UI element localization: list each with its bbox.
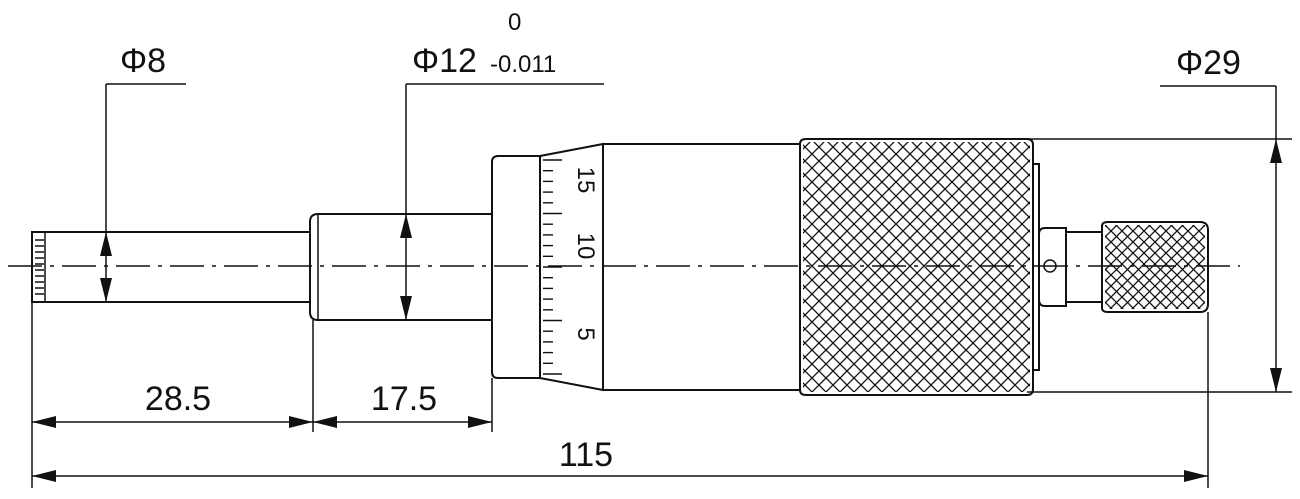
- ratchet-knob: [1101, 221, 1209, 313]
- scale-label-10: 10: [572, 233, 599, 260]
- ratchet-neck: [1032, 163, 1103, 371]
- spindle-length-label: 28.5: [145, 380, 211, 418]
- sleeve: [309, 213, 493, 321]
- dimension-sleeve-diameter: Φ12 0 -0.011: [400, 9, 604, 320]
- sleeve-collar: [491, 155, 541, 379]
- sleeve-length-label: 17.5: [371, 380, 437, 418]
- spindle: [31, 231, 311, 303]
- dimension-spindle-length: 28.5: [32, 380, 313, 428]
- scale-label-5: 5: [572, 327, 599, 340]
- spindle-diameter-label: Φ8: [120, 42, 166, 80]
- dimension-spindle-diameter: Φ8: [100, 42, 186, 302]
- thimble-scale-ticks: [543, 159, 562, 375]
- thimble-body: [602, 143, 801, 391]
- sleeve-tolerance-lower: -0.011: [490, 51, 556, 78]
- scale-label-15: 15: [572, 167, 599, 194]
- dimension-thimble-diameter: Φ29: [1027, 44, 1292, 393]
- spindle-tip-knurl: [35, 239, 44, 295]
- overall-length-label: 115: [559, 436, 613, 474]
- length-extension-lines: [31, 302, 1209, 488]
- dimension-sleeve-length: 17.5: [313, 380, 492, 428]
- dimension-overall-length: 115: [32, 436, 1208, 482]
- thimble-knurled-grip: [799, 138, 1034, 396]
- sleeve-tolerance-upper: 0: [508, 9, 521, 36]
- thimble-diameter-label: Φ29: [1176, 44, 1241, 82]
- thimble-scale-ring: 15 10 5: [539, 142, 604, 392]
- sleeve-diameter-label: Φ12: [412, 42, 477, 80]
